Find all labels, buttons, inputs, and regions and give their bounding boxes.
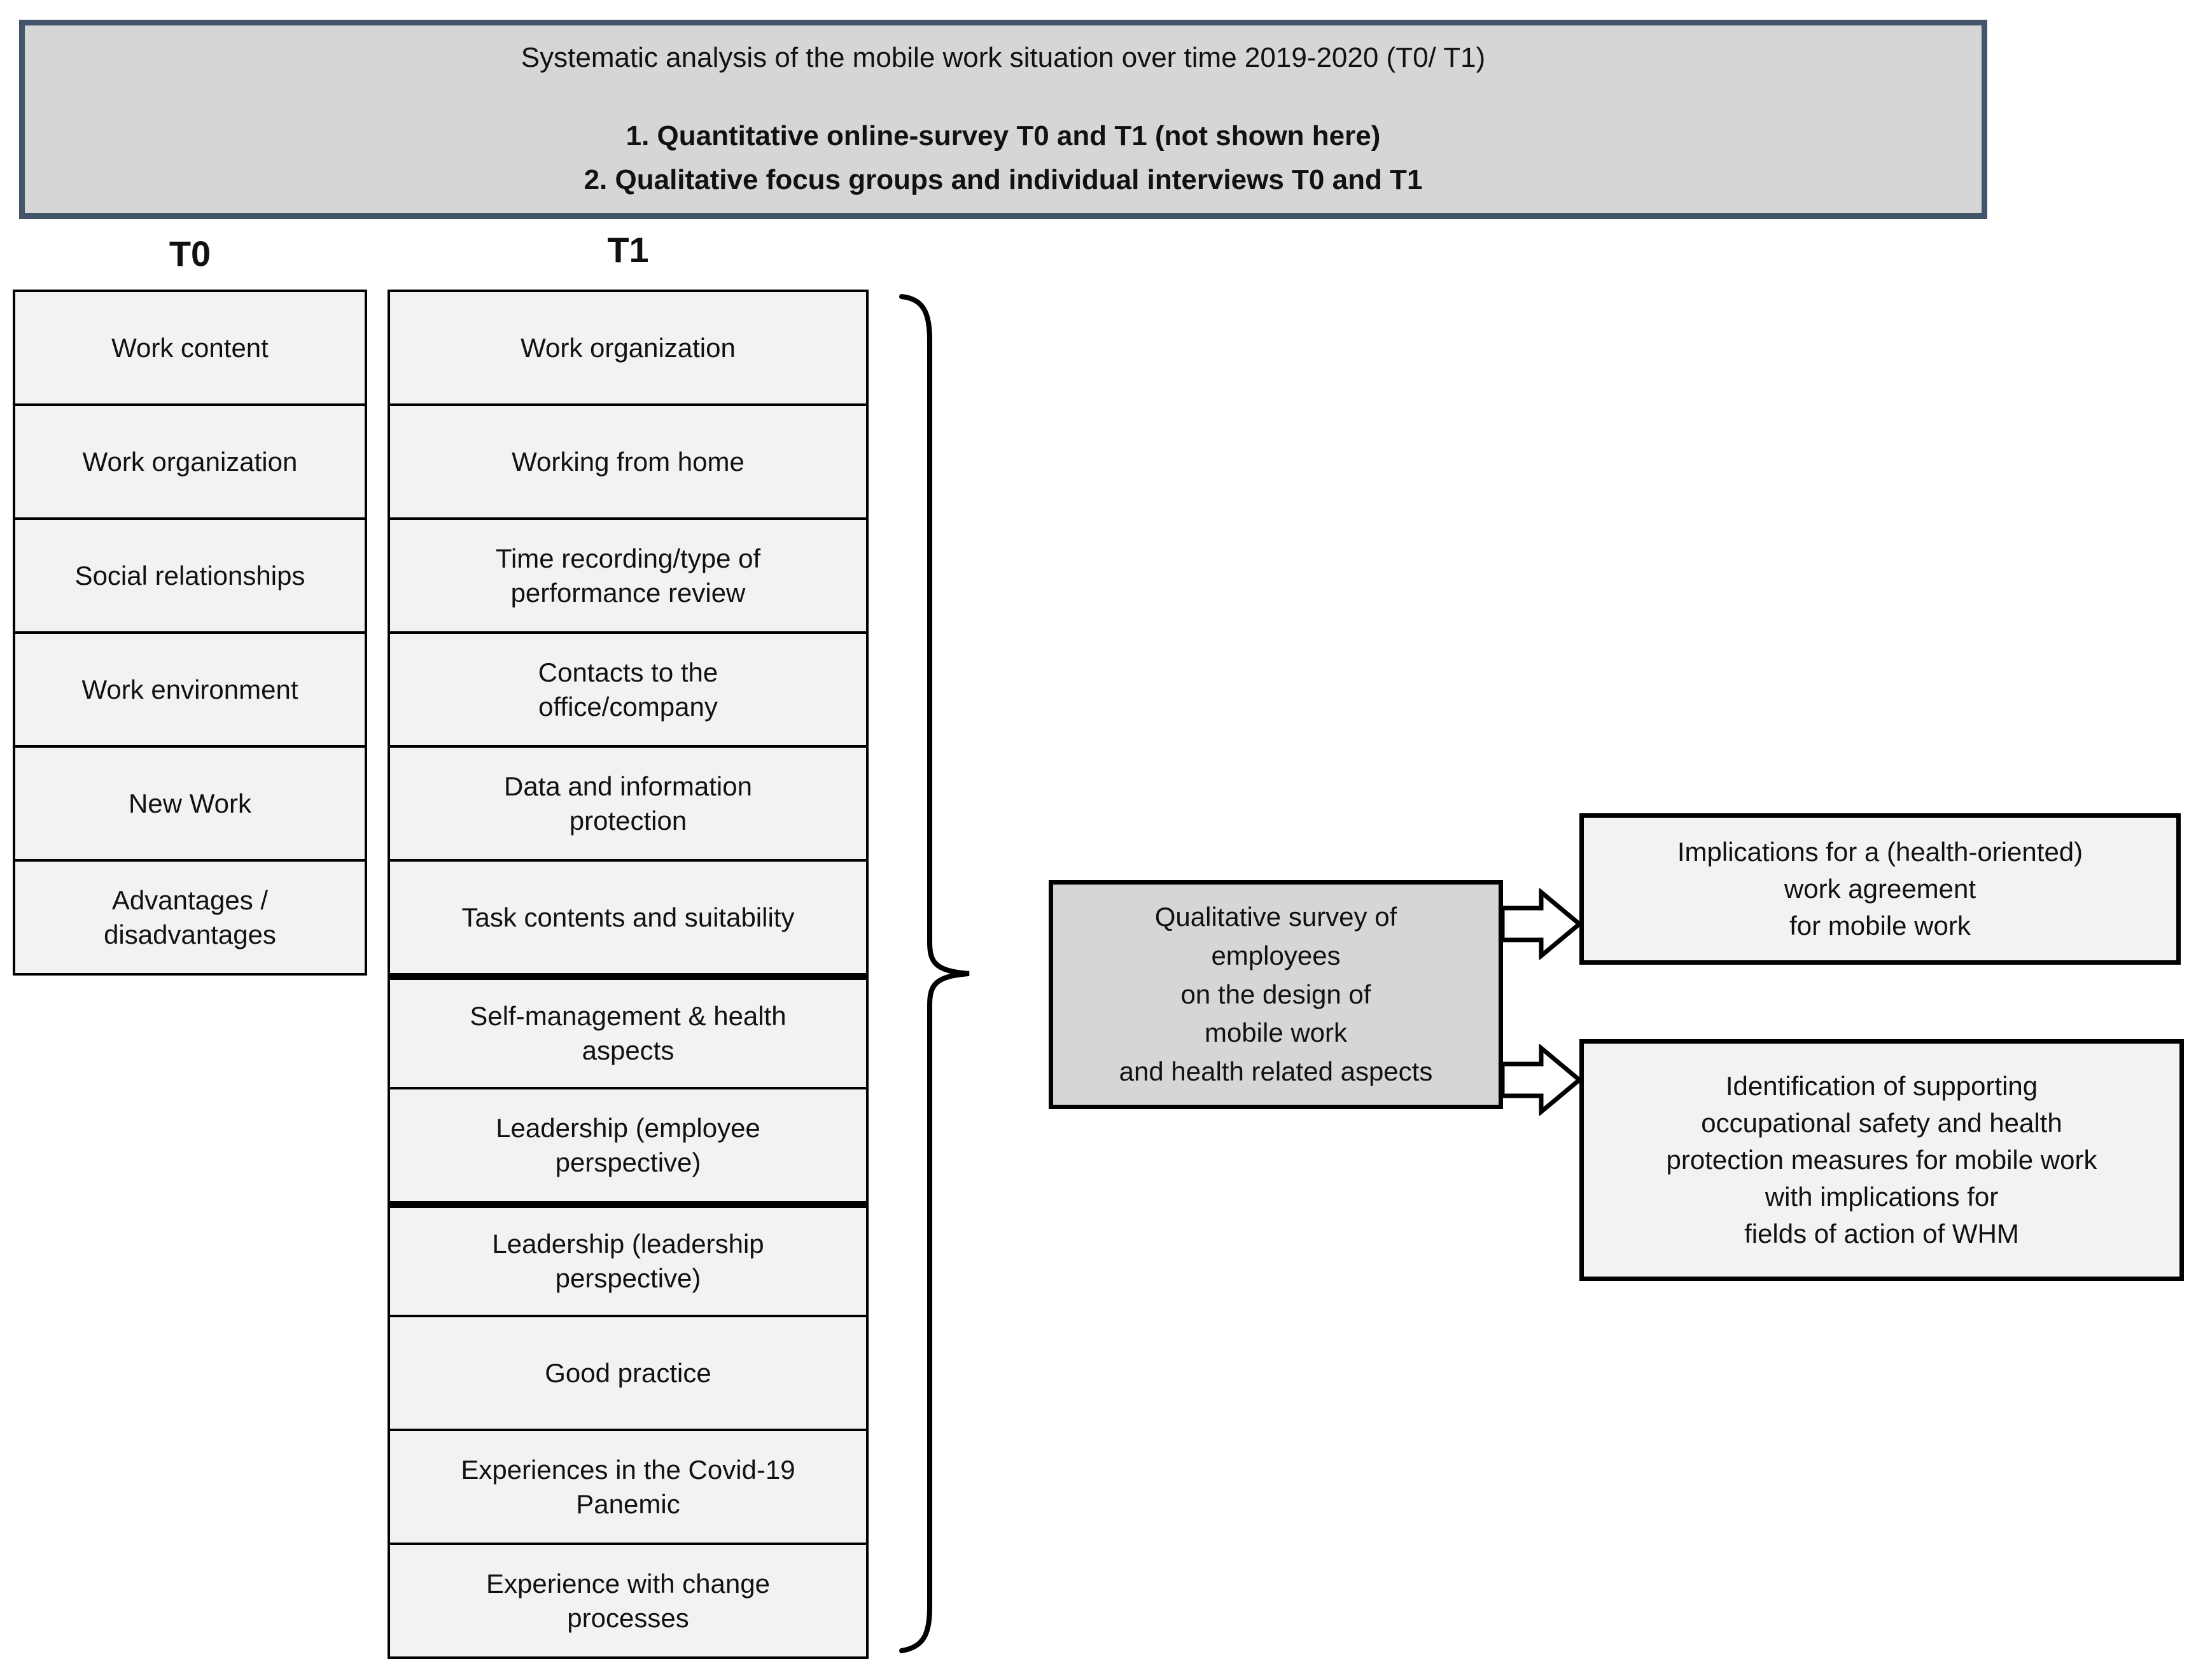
t1-box-data-protection: Data and information protection — [388, 745, 869, 862]
t1-box-self-management: Self-management & health aspects — [388, 973, 869, 1089]
t0-box-work-content: Work content — [13, 290, 367, 406]
outcome-box-osh-measures: Identification of supporting occupationa… — [1579, 1039, 2184, 1281]
t1-box-working-from-home: Working from home — [388, 403, 869, 520]
column-label-t0: T0 — [169, 234, 211, 274]
t1-box-time-recording: Time recording/type of performance revie… — [388, 517, 869, 634]
t0-box-social-relationships: Social relationships — [13, 517, 367, 634]
t1-box-good-practice: Good practice — [388, 1315, 869, 1431]
t1-box-change-processes: Experience with change processes — [388, 1543, 869, 1659]
header-method-list: 1. Quantitative online-survey T0 and T1 … — [584, 118, 1423, 198]
t1-column: Work organization Working from home Time… — [388, 290, 869, 1659]
header-title: Systematic analysis of the mobile work s… — [521, 42, 1486, 73]
t1-box-leadership-leadership: Leadership (leadership perspective) — [388, 1201, 869, 1317]
curly-brace-icon — [899, 294, 970, 1653]
outcome-box-work-agreement: Implications for a (health-oriented) wor… — [1579, 813, 2181, 965]
t0-box-work-organization: Work organization — [13, 403, 367, 520]
header-method-item-2: 2. Qualitative focus groups and individu… — [584, 164, 1423, 195]
qualitative-survey-box: Qualitative survey of employees on the d… — [1049, 880, 1503, 1109]
t0-box-new-work: New Work — [13, 745, 367, 862]
t1-box-task-contents: Task contents and suitability — [388, 859, 869, 976]
t0-box-work-environment: Work environment — [13, 631, 367, 748]
arrow-right-icon — [1500, 888, 1583, 960]
t0-column: Work content Work organization Social re… — [13, 290, 367, 976]
arrow-right-icon — [1500, 1044, 1583, 1116]
t1-box-work-organization: Work organization — [388, 290, 869, 406]
t0-box-advantages-disadvantages: Advantages / disadvantages — [13, 859, 367, 976]
t1-box-leadership-employee: Leadership (employee perspective) — [388, 1087, 869, 1203]
header-box: Systematic analysis of the mobile work s… — [19, 20, 1987, 219]
column-label-t1: T1 — [607, 230, 649, 270]
header-method-item-1: 1. Quantitative online-survey T0 and T1 … — [626, 120, 1381, 151]
t1-box-covid-experiences: Experiences in the Covid-19 Panemic — [388, 1429, 869, 1545]
t1-box-contacts-office: Contacts to the office/company — [388, 631, 869, 748]
